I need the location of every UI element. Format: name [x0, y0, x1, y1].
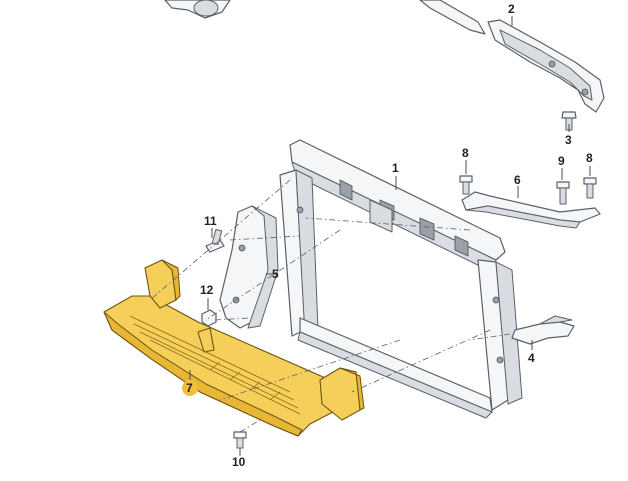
radiator-support-frame	[279, 139, 523, 419]
callout-3: 3	[565, 133, 572, 147]
upper-strut-part	[419, 0, 605, 113]
callout-12: 12	[200, 283, 214, 297]
callout-7: 7	[186, 381, 193, 395]
callout-7-badge	[182, 380, 198, 396]
callout-9: 9	[558, 154, 565, 168]
callout-5: 5	[272, 267, 279, 281]
bracket-bar-part-6	[461, 191, 601, 229]
bolt-part-9	[556, 181, 570, 205]
callout-10: 10	[232, 455, 246, 469]
bolt-part-10	[233, 431, 247, 449]
callout-1: 1	[392, 161, 399, 175]
callout-8-left: 8	[462, 146, 469, 160]
callout-11: 11	[204, 214, 217, 228]
callout-8-right: 8	[586, 151, 593, 165]
assembly-dashed-lines	[149, 179, 511, 433]
callout-6: 6	[514, 173, 521, 187]
callout-2: 2	[508, 2, 515, 16]
bolt-part-11	[205, 228, 225, 253]
bolt-part-8-right	[583, 177, 597, 199]
partial-component-top	[164, 0, 231, 19]
callout-4: 4	[528, 351, 535, 365]
lower-air-guide-part-7-highlighted	[103, 259, 365, 437]
bolt-part-8-left	[459, 175, 473, 195]
small-bracket-part-4	[511, 315, 575, 345]
leader-lines	[189, 16, 591, 456]
side-pillar-part-5	[219, 205, 279, 329]
callout-labels: 2 3 1 8 6 9 8 11 5 12 4 7 10	[182, 2, 593, 469]
